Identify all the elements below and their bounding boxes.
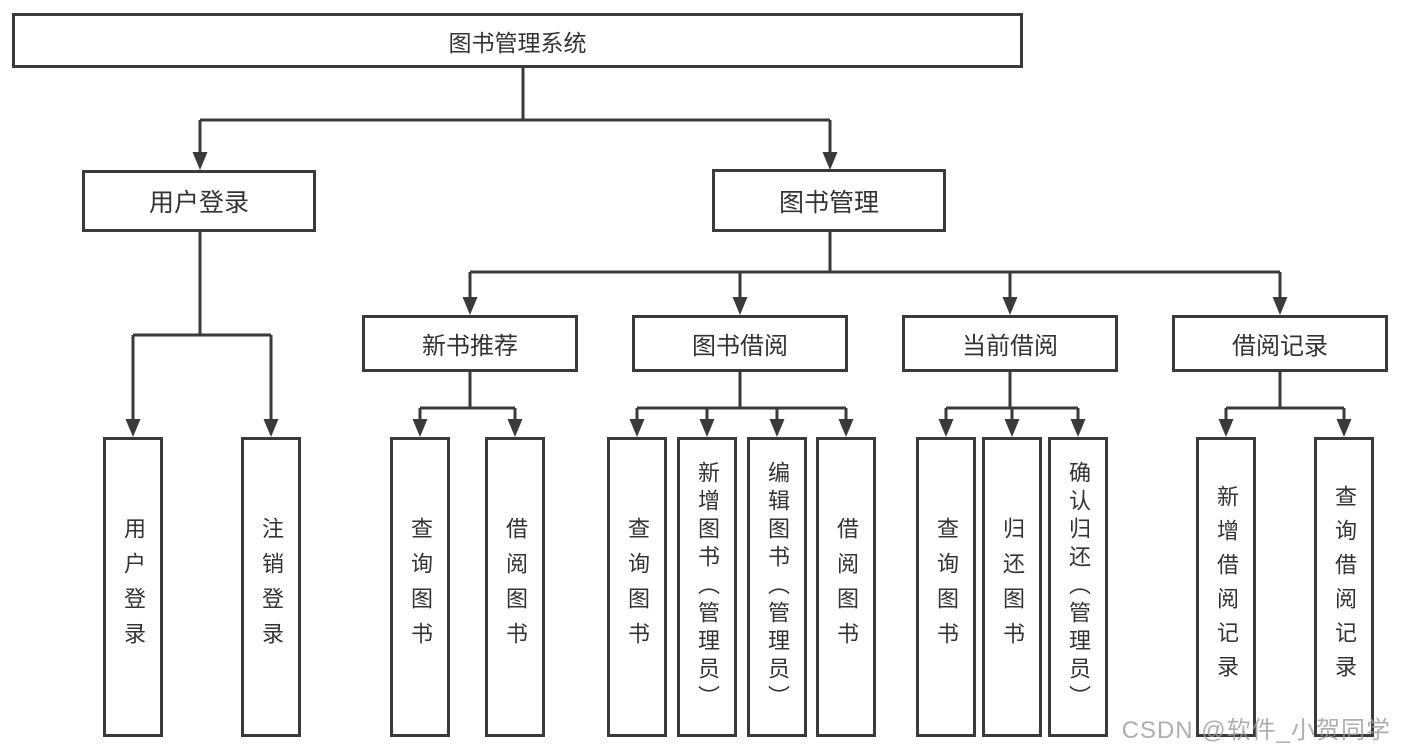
leaf-add-books-admin: 新增图书（管理员） <box>677 437 737 737</box>
leaf-edit-books-admin-label: 编辑图书（管理员） <box>765 461 790 713</box>
node-user-login: 用户登录 <box>82 170 316 232</box>
node-borrowing-records: 借阅记录 <box>1172 315 1388 372</box>
leaf-logout: 注销登录 <box>241 437 301 737</box>
leaf-newbooks-query-books: 查询图书 <box>390 437 450 737</box>
leaf-borrowing-borrow-books: 借阅图书 <box>816 437 876 737</box>
leaf-return-books-label: 归还图书 <box>1000 517 1025 657</box>
node-user-login-label: 用户登录 <box>148 189 249 217</box>
node-book-management: 图书管理 <box>712 169 946 232</box>
node-current-borrowing-label: 当前借阅 <box>962 333 1058 360</box>
node-book-management-label: 图书管理 <box>778 188 879 217</box>
leaf-borrowing-query-books: 查询图书 <box>607 437 667 737</box>
leaf-query-borrow-record-label: 查询借阅记录 <box>1332 485 1357 689</box>
leaf-newbooks-borrow-books-label: 借阅图书 <box>503 517 528 657</box>
leaf-logout-label: 注销登录 <box>259 517 284 657</box>
node-book-borrowing: 图书借阅 <box>632 315 848 372</box>
node-borrowing-records-label: 借阅记录 <box>1232 333 1328 360</box>
leaf-add-books-admin-label: 新增图书（管理员） <box>695 461 720 713</box>
node-root-system: 图书管理系统 <box>12 13 1023 68</box>
leaf-current-query-books-label: 查询图书 <box>934 517 959 657</box>
leaf-user-login-label: 用户登录 <box>121 517 146 657</box>
node-book-borrowing-label: 图书借阅 <box>692 333 788 360</box>
leaf-current-query-books: 查询图书 <box>916 437 976 737</box>
leaf-query-borrow-record: 查询借阅记录 <box>1314 437 1374 737</box>
node-new-books: 新书推荐 <box>362 315 578 372</box>
node-new-books-label: 新书推荐 <box>422 333 518 360</box>
leaf-newbooks-query-books-label: 查询图书 <box>408 517 433 657</box>
leaf-confirm-return-admin: 确认归还（管理员） <box>1048 437 1108 737</box>
leaf-borrowing-query-books-label: 查询图书 <box>625 517 650 657</box>
leaf-edit-books-admin: 编辑图书（管理员） <box>747 437 807 737</box>
leaf-add-borrow-record: 新增借阅记录 <box>1196 437 1256 737</box>
leaf-confirm-return-admin-label: 确认归还（管理员） <box>1066 461 1091 713</box>
leaf-borrowing-borrow-books-label: 借阅图书 <box>834 517 859 657</box>
node-root-label: 图书管理系统 <box>448 29 587 56</box>
leaf-return-books: 归还图书 <box>982 437 1042 737</box>
leaf-newbooks-borrow-books: 借阅图书 <box>485 437 545 737</box>
leaf-user-login: 用户登录 <box>103 437 163 737</box>
node-current-borrowing: 当前借阅 <box>902 315 1118 372</box>
leaf-add-borrow-record-label: 新增借阅记录 <box>1214 485 1239 689</box>
